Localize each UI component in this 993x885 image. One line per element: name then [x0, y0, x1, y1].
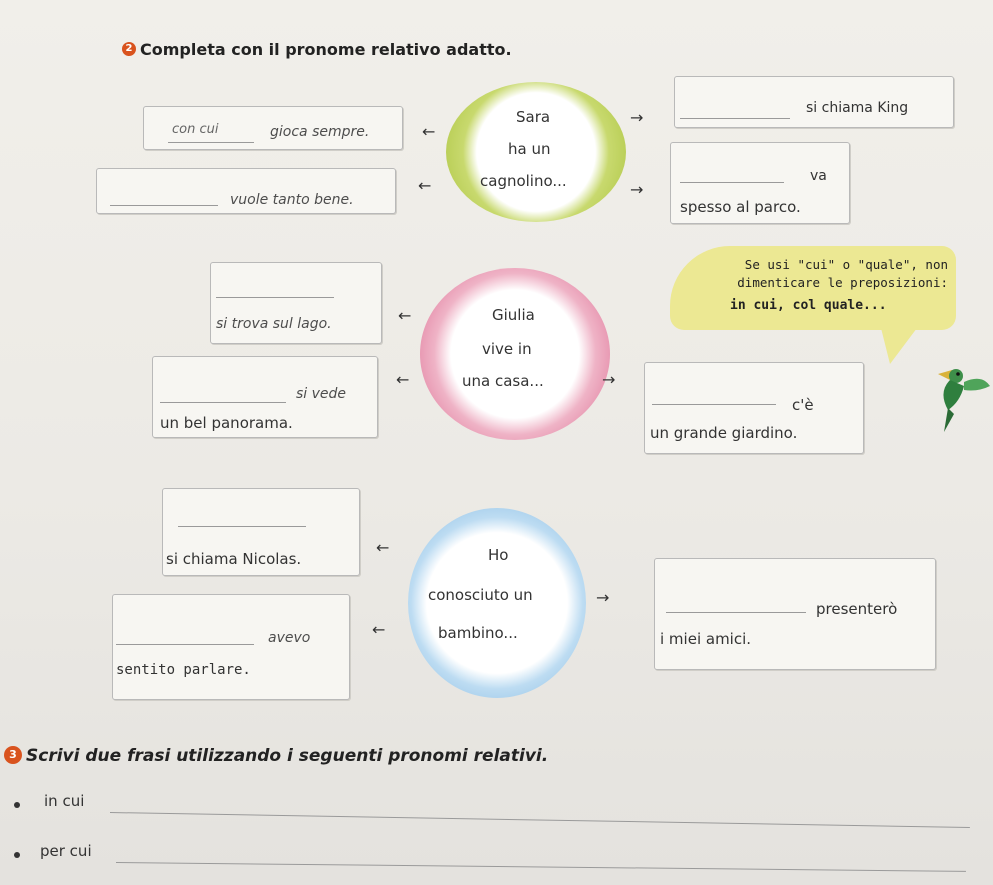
answer-blank[interactable]	[116, 644, 254, 645]
answer-blank[interactable]	[178, 526, 306, 527]
answer-blank[interactable]	[680, 118, 790, 119]
bullet	[14, 802, 20, 808]
giulia-line-1: Giulia	[492, 306, 535, 324]
box-text: si chiama Nicolas.	[166, 550, 302, 568]
sample-answer: con cui	[172, 122, 219, 137]
giulia-box-left-bottom[interactable]	[152, 356, 378, 438]
bambino-line-2: conosciuto un	[428, 586, 533, 604]
box-text: spesso al parco.	[680, 198, 801, 216]
answer-blank[interactable]	[110, 205, 218, 206]
giulia-box-left-top[interactable]	[210, 262, 382, 344]
box-text: si vede	[296, 386, 347, 402]
exercise-number-badge: 3	[4, 746, 22, 764]
sara-line-1: Sara	[516, 108, 551, 126]
sara-box-right-top[interactable]	[674, 76, 954, 128]
box-text: gioca sempre.	[270, 124, 370, 140]
arrow-left-icon: ←	[372, 620, 386, 639]
answer-blank[interactable]	[160, 402, 286, 403]
giulia-box-right[interactable]	[644, 362, 864, 454]
bambino-circle	[408, 508, 586, 698]
arrow-left-icon: ←	[376, 538, 390, 557]
answer-blank[interactable]	[666, 612, 806, 613]
hummingbird-icon	[938, 369, 990, 432]
tip-bubble-tail	[880, 324, 920, 364]
arrow-right-icon: →	[602, 370, 616, 389]
box-text: un bel panorama.	[160, 414, 293, 432]
box-text: si chiama King	[806, 100, 909, 116]
box-text: un grande giardino.	[650, 424, 798, 442]
arrow-left-icon: ←	[398, 306, 412, 325]
sentence-line[interactable]	[115, 862, 966, 872]
answer-blank[interactable]	[216, 297, 334, 298]
answer-blank[interactable]	[652, 404, 776, 405]
answer-blank[interactable]	[168, 142, 254, 143]
box-text: i miei amici.	[660, 630, 752, 648]
sentence-line[interactable]	[109, 812, 970, 829]
bambino-box-left-top[interactable]	[162, 488, 360, 576]
box-text: c'è	[792, 396, 814, 414]
giulia-circle	[420, 268, 610, 440]
box-text: va	[810, 168, 827, 184]
bullet	[14, 852, 20, 858]
box-text: avevo	[268, 630, 311, 646]
arrow-left-icon: ←	[396, 370, 410, 389]
bambino-box-left-bottom[interactable]	[112, 594, 350, 700]
arrow-right-icon: →	[596, 588, 610, 607]
tip-text: Se usi "cui" o "quale", non dimenticare …	[737, 257, 948, 290]
arrow-left-icon: ←	[418, 176, 432, 195]
exercise-title: Completa con il pronome relativo adatto.	[140, 40, 512, 59]
pronoun-label: per cui	[40, 842, 92, 860]
box-text: sentito parlare.	[116, 662, 251, 678]
sara-box-left-bottom[interactable]	[96, 168, 396, 214]
arrow-left-icon: ←	[422, 122, 436, 141]
tip-bubble	[670, 246, 956, 330]
box-text: presenterò	[816, 600, 898, 618]
giulia-line-3: una casa...	[462, 372, 544, 390]
tip-bold-text: in cui, col quale...	[730, 298, 887, 313]
exercise-number-badge: 2	[122, 42, 136, 56]
sara-line-2: ha un	[508, 140, 551, 158]
arrow-right-icon: →	[630, 108, 644, 127]
sara-circle	[446, 82, 626, 222]
arrow-right-icon: →	[630, 180, 644, 199]
bambino-line-3: bambino...	[438, 624, 518, 642]
exercise-title: Scrivi due frasi utilizzando i seguenti …	[26, 746, 549, 766]
box-text: si trova sul lago.	[216, 316, 332, 332]
giulia-line-2: vive in	[482, 340, 532, 358]
answer-blank[interactable]	[680, 182, 784, 183]
bambino-box-right[interactable]	[654, 558, 936, 670]
bambino-line-1: Ho	[488, 546, 509, 564]
sara-box-right-bottom[interactable]	[670, 142, 850, 224]
pronoun-label: in cui	[44, 792, 85, 810]
sara-line-3: cagnolino...	[480, 172, 567, 190]
box-text: vuole tanto bene.	[230, 192, 354, 208]
